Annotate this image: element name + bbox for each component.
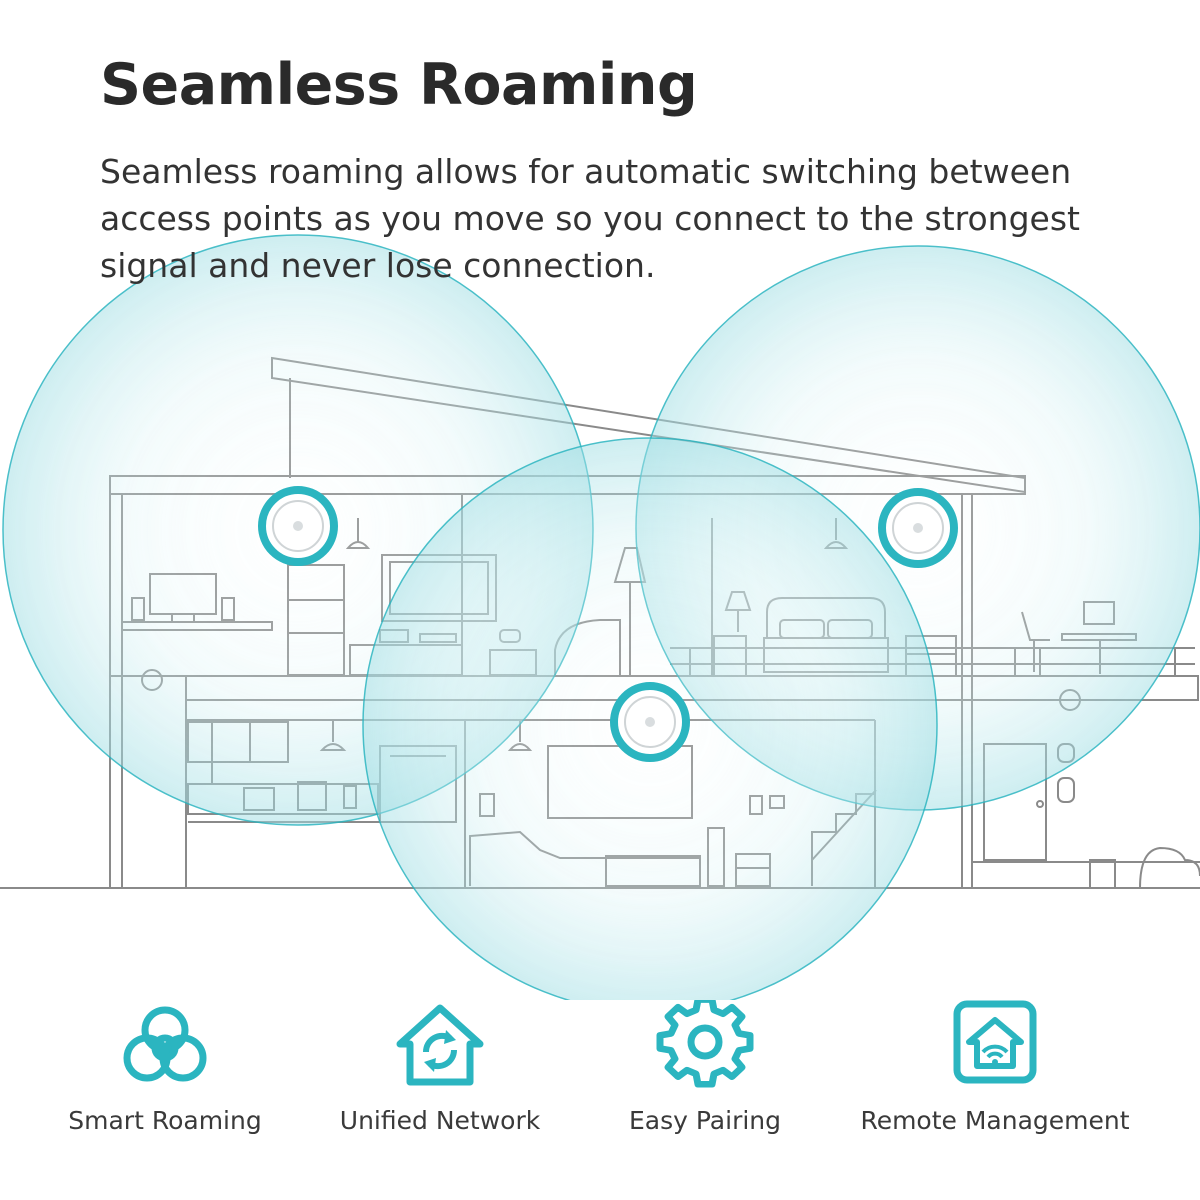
page-title: Seamless Roaming xyxy=(100,52,698,118)
description-text: Seamless roaming allows for automatic sw… xyxy=(100,152,1080,285)
feature-label: Remote Management xyxy=(860,1106,1130,1135)
entryway xyxy=(141,669,1200,889)
remote-management-icon xyxy=(953,1000,1037,1084)
house-coverage-illustration xyxy=(0,234,1200,1000)
feature-label: Unified Network xyxy=(339,1106,541,1135)
unified-network-icon xyxy=(396,1004,484,1086)
access-point-upper-right xyxy=(878,488,958,568)
smart-roaming-icon xyxy=(123,1006,207,1082)
access-point-upper-left xyxy=(258,486,338,566)
feature-label: Easy Pairing xyxy=(628,1106,782,1135)
access-point-lower-center xyxy=(610,682,690,762)
feature-unified-network: Unified Network xyxy=(320,1000,560,1135)
wifi-coverage-zones xyxy=(2,234,1200,1000)
feature-remote-management: Remote Management xyxy=(855,1000,1135,1135)
easy-pairing-icon xyxy=(656,1000,754,1088)
feature-smart-roaming: Smart Roaming xyxy=(45,1000,285,1135)
feature-easy-pairing: Easy Pairing xyxy=(585,1000,825,1135)
feature-label: Smart Roaming xyxy=(68,1106,262,1135)
